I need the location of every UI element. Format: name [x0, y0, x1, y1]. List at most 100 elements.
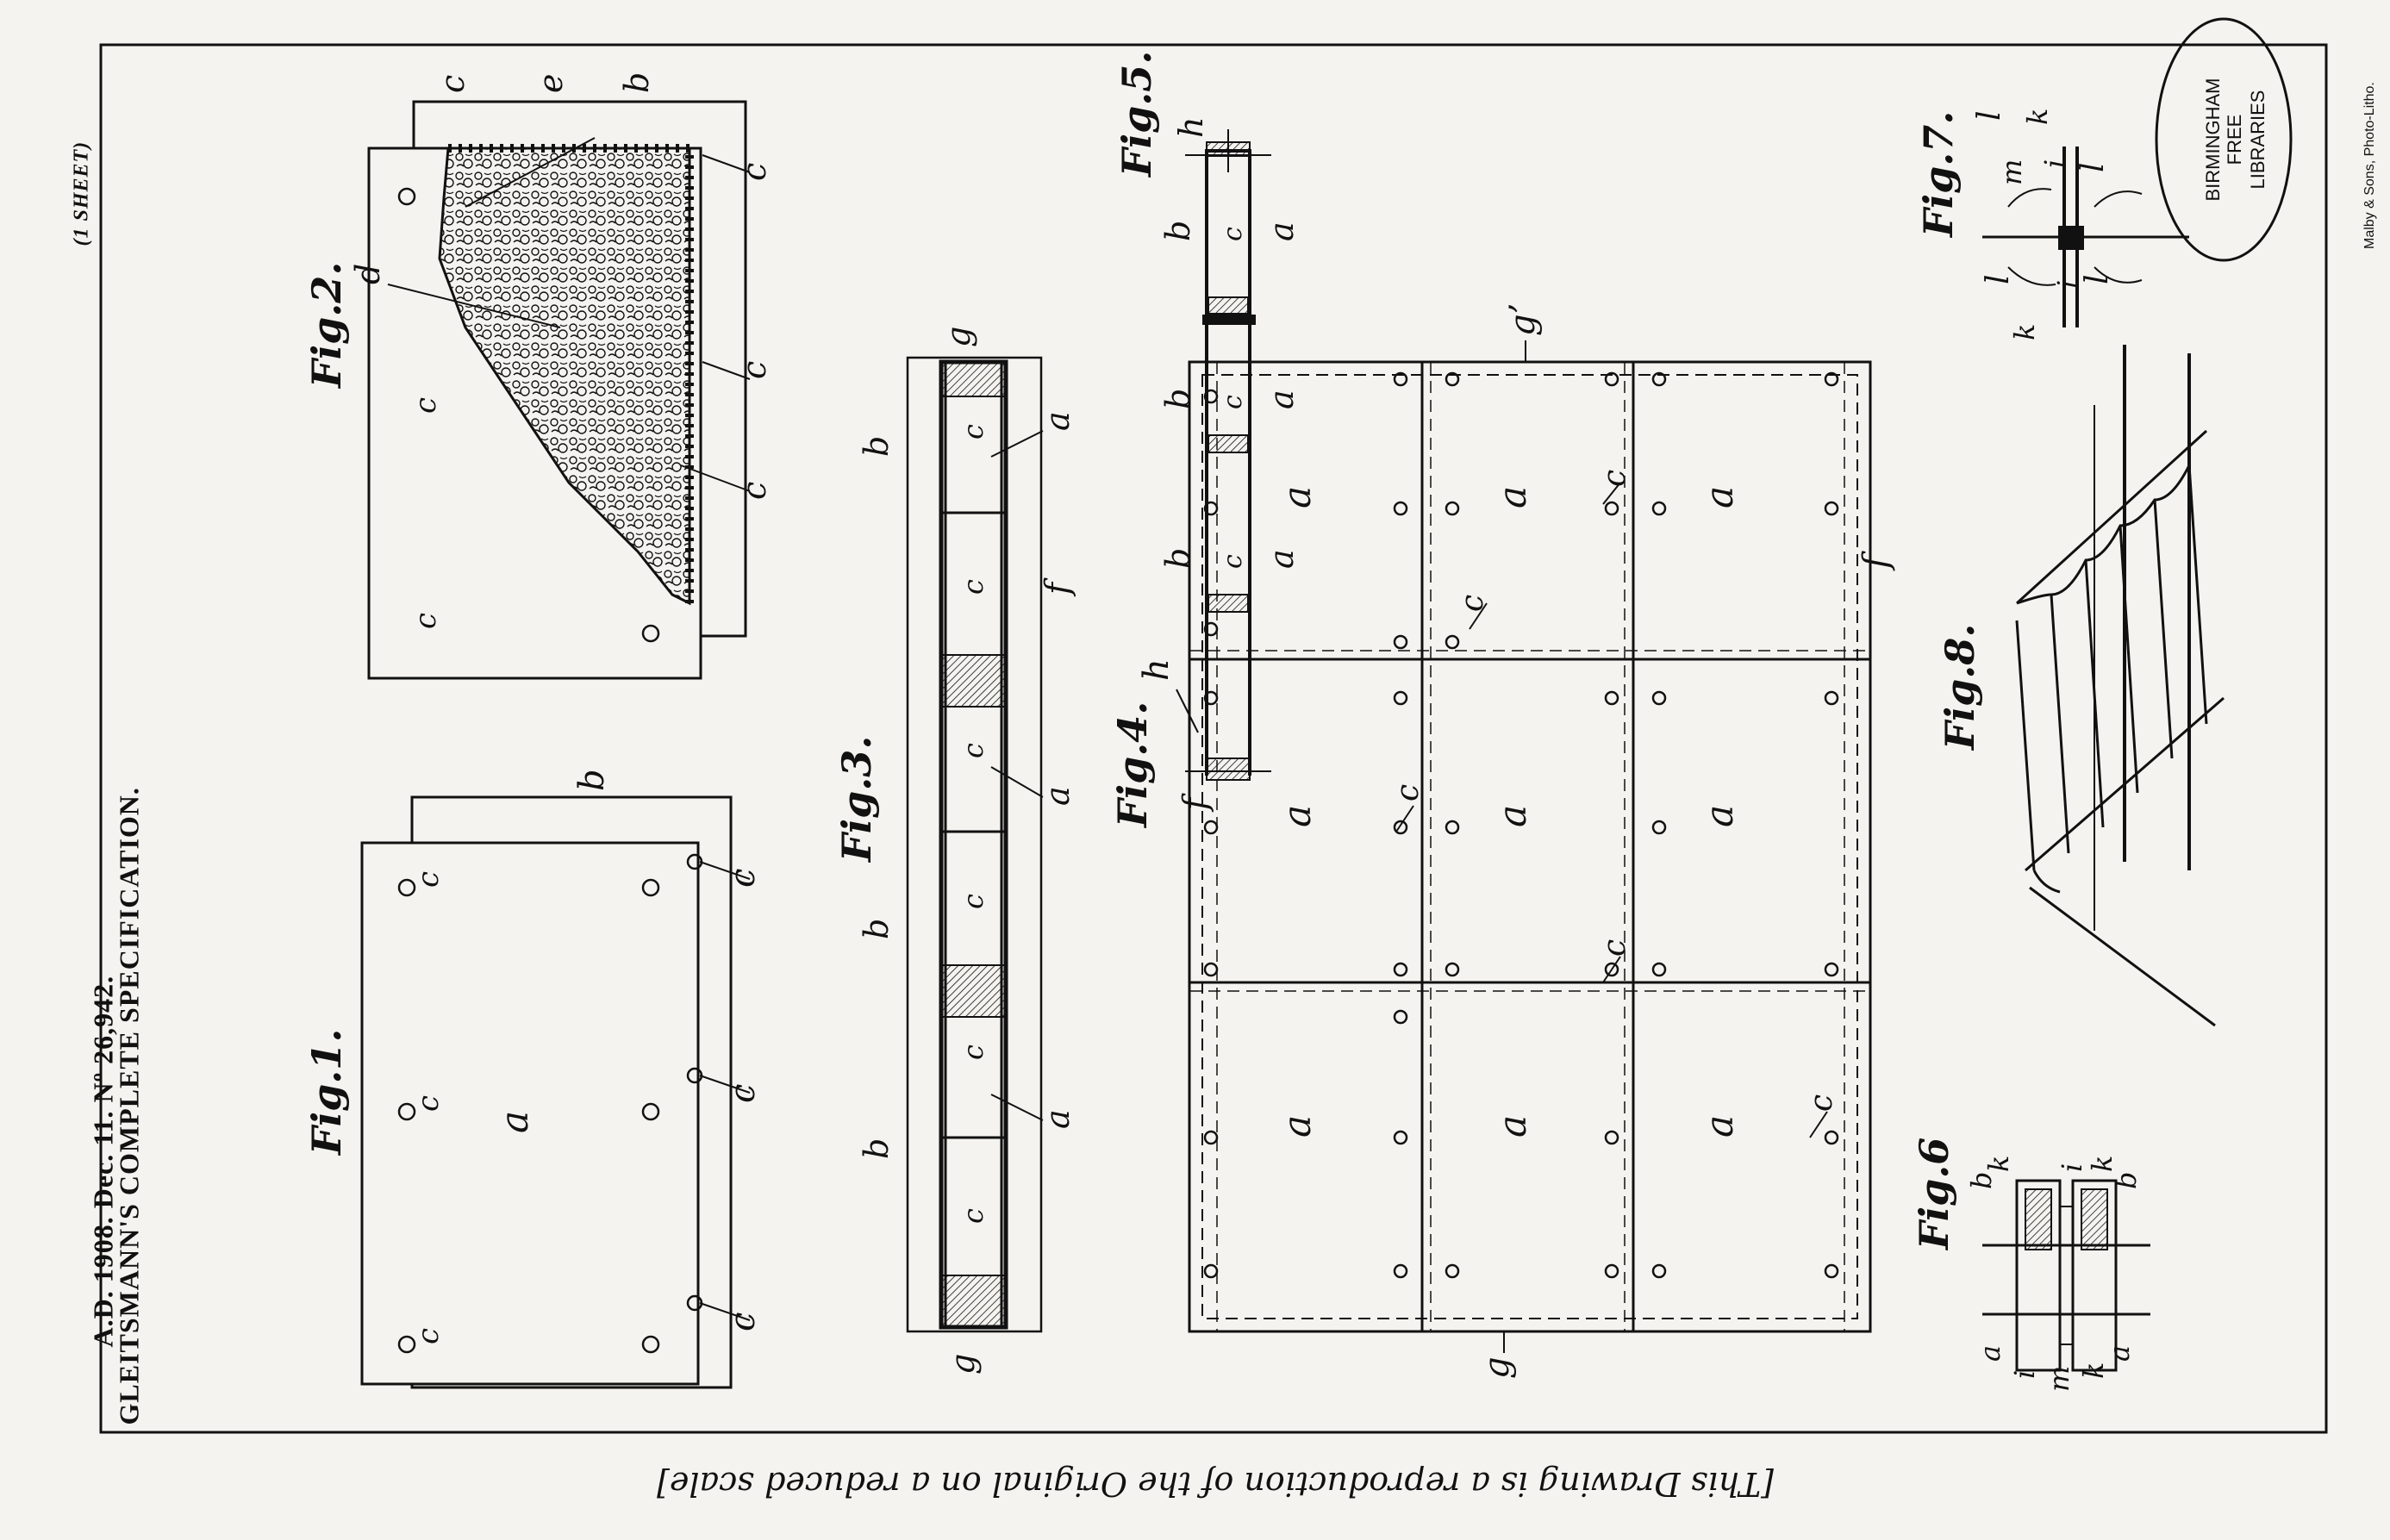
fig5-title: Fig.5. [1114, 51, 1160, 178]
fig1-label-a: a [493, 1111, 537, 1133]
fig7-label-l2: l [2075, 162, 2111, 172]
fig1-label-c2: c [723, 1084, 763, 1103]
fig4-label-a9: a [1698, 1115, 1742, 1138]
fig4-label-a6: a [1698, 805, 1742, 827]
fig6-label-b1: b [1965, 1172, 1998, 1189]
fig5-label-a3: a [1263, 549, 1301, 569]
fig5-label-f: f [1176, 793, 1214, 813]
fig7-label-l3: l [1981, 274, 2016, 284]
fig3-label-f: f [1039, 577, 1076, 597]
figure-8 [2015, 345, 2225, 1027]
fig6-title: Fig.6 [1911, 1138, 1957, 1251]
fig1-label-c3: c [723, 1312, 763, 1331]
fig3-label-c5: c [957, 1044, 989, 1060]
fig2-label-c4: c [735, 482, 773, 500]
fig7-label-l4: l [2080, 274, 2115, 284]
fig6-label-i1: i [2056, 1163, 2088, 1172]
fig2-label-b: b [618, 72, 656, 93]
fig4-label-a8: a [1491, 1115, 1535, 1138]
fig1-label-c5: c [411, 871, 446, 888]
fig3-label-c1: c [957, 424, 989, 440]
stamp-line2: FREE [2224, 115, 2245, 165]
fig2-label-d: d [349, 264, 387, 284]
fig5-label-h: h [1172, 117, 1210, 138]
fig3-label-b1: b [858, 436, 895, 457]
figure-3 [906, 356, 1044, 1333]
fig4-label-f: f [1856, 551, 1896, 571]
fig5-label-b3: b [1159, 548, 1197, 569]
fig2-label-c6: c [409, 613, 443, 629]
fig2-label-c1: c [434, 75, 471, 93]
fig4-label-c1: c [1455, 595, 1490, 612]
fig4-label-c2: c [1390, 784, 1426, 801]
fig3-label-b2: b [858, 919, 895, 939]
fig6-label-a1: a [1974, 1345, 2006, 1362]
fig5-label-a2: a [1263, 390, 1301, 409]
fig3-label-g1: g [939, 327, 977, 347]
fig4-label-h: h [1137, 658, 1176, 681]
fig5-label-b2: b [1159, 389, 1197, 409]
figure-2 [367, 100, 751, 680]
fig4-label-a3: a [1698, 486, 1742, 508]
fig4-label-g: g [1477, 1356, 1517, 1379]
fig1-label-c6: c [411, 1328, 446, 1344]
fig4-label-a4: a [1276, 805, 1320, 827]
fig3-label-b3: b [858, 1138, 895, 1159]
fig7-label-k2: k [2008, 324, 2041, 340]
fig3-label-g2: g [944, 1354, 982, 1375]
fig6-label-a2: a [2103, 1345, 2136, 1362]
fig5-label-c2: c [1218, 395, 1248, 409]
fig3-label-c6: c [957, 1208, 989, 1224]
fig5-label-b1: b [1159, 221, 1197, 241]
fig6-label-i2: i [2008, 1370, 2041, 1379]
fig2-title: Fig.2. [303, 262, 350, 390]
fig7-label-i1: i [2038, 159, 2071, 168]
fig2-label-e: e [532, 74, 570, 94]
fig1-label-c4: c [411, 1095, 446, 1112]
fig2-label-c2: c [735, 163, 773, 181]
fig4-label-c3: c [1597, 470, 1632, 487]
stamp-line1: BIRMINGHAM [2202, 78, 2224, 202]
fig4-label-c5: c [1804, 1094, 1839, 1112]
fig5-label-c3: c [1218, 554, 1248, 569]
fig3-label-c3: c [957, 743, 989, 758]
fig3-label-a2: a [1039, 786, 1076, 806]
fig6-label-k2: k [2086, 1156, 2119, 1172]
figure-4 [1176, 340, 1872, 1353]
fig1-title: Fig.1. [303, 1029, 350, 1157]
fig1-label-b: b [572, 769, 612, 791]
fig8-title: Fig.8. [1937, 624, 1983, 751]
fig1-label-c1: c [723, 869, 763, 888]
figure-1 [360, 795, 751, 1389]
fig4-title: Fig.4. [1109, 701, 1156, 829]
fig2-label-c3: c [735, 361, 773, 379]
fig4-label-a7: a [1276, 1115, 1320, 1138]
fig6-label-k3: k [2077, 1362, 2110, 1379]
fig3-label-c2: c [957, 579, 989, 595]
drawing-border [99, 43, 2328, 1434]
fig7-title: Fig.7. [1915, 111, 1962, 239]
fig5-label-a1: a [1263, 221, 1301, 241]
library-stamp: BIRMINGHAM FREE LIBRARIES [2155, 17, 2293, 262]
fig7-label-k1: k [2021, 109, 2054, 125]
fig2-label-c5: c [409, 397, 443, 414]
fig4-label-a1: a [1276, 486, 1320, 508]
fig3-label-a1: a [1039, 411, 1076, 431]
fig7-label-l1: l [1972, 110, 2007, 121]
stamp-line3: LIBRARIES [2247, 90, 2268, 190]
fig3-label-a3: a [1039, 1109, 1076, 1129]
fig4-label-a5: a [1491, 805, 1535, 827]
fig6-label-k1: k [1982, 1156, 2015, 1172]
fig7-label-i2: i [2051, 280, 2084, 289]
figure-5 [1185, 129, 1271, 781]
fig7-label-m: m [1995, 159, 2028, 185]
fig4-label-a2: a [1491, 486, 1535, 508]
fig4-label-c4: c [1597, 939, 1632, 957]
fig5-label-c1: c [1218, 227, 1248, 241]
fig3-title: Fig.3. [833, 736, 880, 864]
fig6-label-b2: b [2110, 1172, 2143, 1189]
fig4-label-g2: g’ [1503, 303, 1543, 336]
fig3-label-c4: c [957, 894, 989, 909]
